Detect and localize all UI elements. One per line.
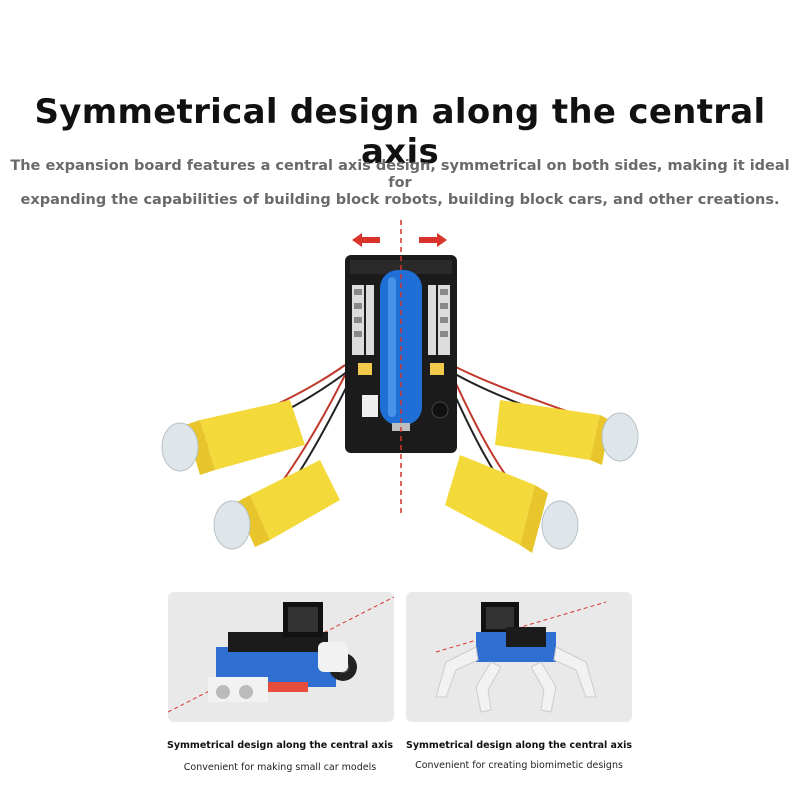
motor-left-bottom (213, 460, 340, 550)
biomimetic-model-card (406, 592, 632, 722)
car-model-image (168, 596, 394, 713)
description-line-1: The expansion board features a central a… (10, 158, 790, 191)
car-card-caption: Symmetrical design along the central axi… (167, 740, 393, 751)
biomimetic-model-image (435, 601, 607, 713)
motor-left-top (161, 400, 305, 475)
arrow-right-icon (419, 233, 447, 247)
expansion-board-illustration (161, 220, 639, 553)
motor-right-bottom (445, 455, 579, 553)
motor-right-top (495, 400, 639, 465)
description-line-2: expanding the capabilities of building b… (20, 192, 780, 208)
page-title: Symmetrical design along the central axi… (34, 92, 766, 172)
page-description: The expansion board features a central a… (10, 158, 790, 209)
biomimetic-card-subcaption: Convenient for creating biomimetic desig… (415, 760, 623, 771)
arrow-left-icon (352, 233, 380, 247)
car-card-subcaption: Convenient for making small car models (183, 762, 377, 773)
car-model-card (168, 592, 394, 722)
biomimetic-card-caption: Symmetrical design along the central axi… (406, 740, 632, 751)
